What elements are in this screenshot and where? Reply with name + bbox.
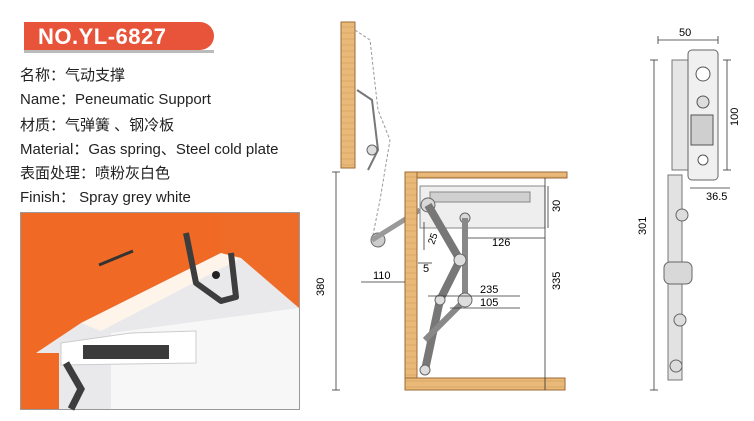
- open-door-panel: [340, 21, 356, 169]
- dim-105: 105: [480, 297, 498, 309]
- dim-126: 126: [492, 237, 510, 249]
- dim-30: 30: [551, 200, 563, 212]
- model-number: NO.YL-6827: [38, 24, 167, 49]
- dim-100: 100: [729, 108, 741, 126]
- dim-380: 380: [315, 278, 327, 296]
- product-photo: [20, 212, 300, 411]
- dim-110: 110: [373, 270, 391, 282]
- spec-finish-cn: 表面处理：喷粉灰白色: [20, 165, 171, 182]
- spec-name-en: Name：Peneumatic Support: [20, 91, 211, 108]
- model-badge: NO.YL-6827: [24, 22, 214, 53]
- spec-finish-en: Finish： Spray grey white: [20, 189, 191, 206]
- dim-36-5: 36.5: [706, 191, 727, 203]
- dim-25: 25: [426, 231, 440, 246]
- side-drawing: 380 110 5 235 105 126 30 335 25: [315, 21, 568, 391]
- dim-50: 50: [679, 27, 691, 39]
- dim-5: 5: [423, 263, 429, 275]
- dim-301: 301: [637, 217, 649, 235]
- spec-material-en: Material：Gas spring、Steel cold plate: [20, 141, 279, 158]
- bracket-drawing: 50 100 36.5 301: [637, 27, 741, 391]
- dim-235: 235: [480, 284, 498, 296]
- spec-material-cn: 材质：气弹簧 、钢冷板: [20, 117, 175, 134]
- spec-name-cn: 名称：气动支撑: [20, 67, 126, 84]
- dim-335: 335: [551, 272, 563, 290]
